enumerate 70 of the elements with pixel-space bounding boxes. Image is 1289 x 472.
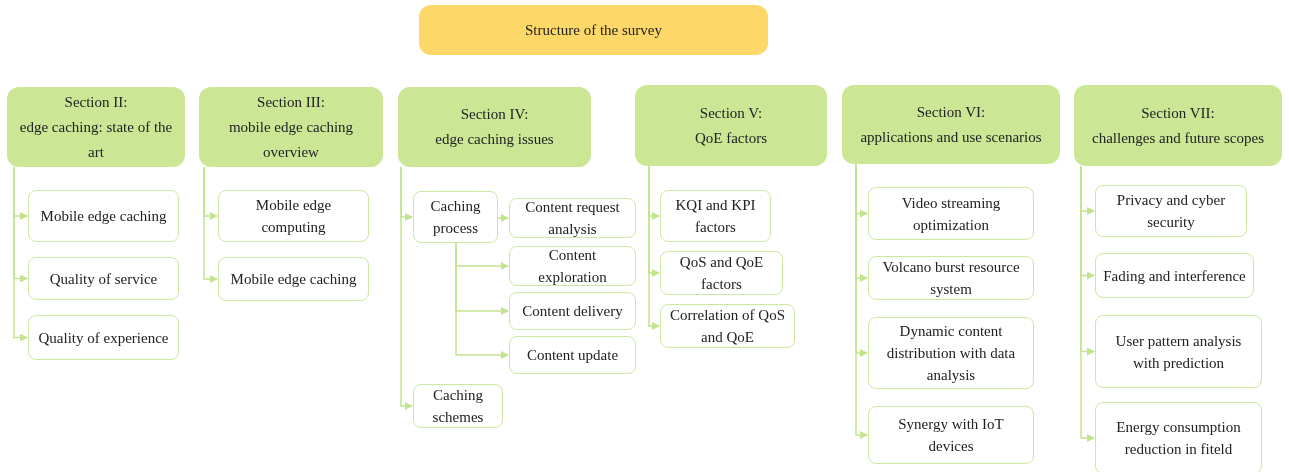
box-label: QoS and QoE factors xyxy=(678,253,765,294)
connector-arrow xyxy=(497,214,509,222)
connector-arrow xyxy=(13,166,28,342)
topic-box xyxy=(218,190,369,242)
box-label: Fading and interference xyxy=(1103,266,1246,286)
section-title: Section IV: xyxy=(460,105,529,124)
topic-box xyxy=(868,187,1034,240)
connector-arrow xyxy=(400,166,413,410)
section-title: Section II: xyxy=(64,92,128,112)
topic-box xyxy=(868,317,1034,389)
topic-box xyxy=(509,198,636,238)
topic-box xyxy=(509,292,636,330)
topic-box xyxy=(1095,253,1254,298)
box-label: Caching schemes xyxy=(431,386,485,427)
topic-box xyxy=(660,304,795,348)
box-label: Quality of service xyxy=(49,269,158,289)
box-label: Energy consumption reduction in fiteld xyxy=(1115,418,1242,459)
box-label: Content update xyxy=(526,346,619,365)
topic-box xyxy=(1095,185,1247,237)
connector-arrow xyxy=(455,242,509,359)
box-label: User pattern analysis with prediction xyxy=(1114,331,1243,373)
box-label: mobile edge caching overview xyxy=(227,117,355,162)
box-label: challenges and future scopes xyxy=(1092,128,1264,148)
box-label: KQI and KPI factors xyxy=(674,196,757,237)
topic-box xyxy=(28,190,179,242)
section-title: Section III: xyxy=(257,92,325,112)
topic-box xyxy=(413,191,498,243)
topic-box xyxy=(28,257,179,300)
topic-box xyxy=(1095,315,1262,388)
section-header-box xyxy=(398,87,591,167)
topic-box xyxy=(1095,402,1262,472)
box-label: Mobile edge caching xyxy=(40,207,167,226)
connector-arrow xyxy=(203,166,218,283)
box-label: Quality of experience xyxy=(38,328,169,348)
box-label: Volcano burst resource system xyxy=(881,258,1021,299)
topic-box xyxy=(509,336,636,374)
section-header-box xyxy=(7,87,185,167)
topic-box xyxy=(868,406,1034,464)
box-label: Correlation of QoS and QoE xyxy=(669,306,786,347)
box-label: applications and use scenarios xyxy=(860,127,1042,147)
topic-box xyxy=(218,257,369,301)
section-title: Section V: xyxy=(699,103,763,123)
box-label: Mobile edge computing xyxy=(254,196,333,237)
box-label: Content exploration xyxy=(537,246,608,287)
topic-box xyxy=(413,384,503,428)
section-header-box xyxy=(635,85,827,166)
section-header-box xyxy=(199,87,383,167)
section-header-box xyxy=(1074,85,1282,166)
box-label: Content request analysis xyxy=(524,198,621,239)
box-label: Caching process xyxy=(429,197,482,238)
topic-box xyxy=(28,315,179,360)
section-title: Section VII: xyxy=(1141,103,1215,123)
box-label: edge caching: state of the art xyxy=(18,117,174,162)
box-label: Synergy with IoT devices xyxy=(897,415,1005,456)
box-label: QoE factors xyxy=(694,128,768,148)
box-label: Video streaming optimization xyxy=(900,193,1002,235)
topic-box xyxy=(660,190,771,242)
section-header-box xyxy=(842,85,1060,164)
section-title: Section VI: xyxy=(916,102,986,122)
topic-box xyxy=(509,246,636,286)
box-label: Structure of the survey xyxy=(524,21,662,40)
box-label: Privacy and cyber security xyxy=(1115,191,1227,232)
title-box xyxy=(419,5,768,55)
box-label: Content delivery xyxy=(522,302,623,321)
topic-box xyxy=(868,256,1034,300)
topic-box xyxy=(660,251,783,295)
box-label: edge caching issues xyxy=(435,130,554,149)
box-label: Mobile edge caching xyxy=(230,270,357,289)
box-label: Dynamic content distribution with data analysis xyxy=(885,322,1017,385)
connector-arrow xyxy=(1080,165,1095,442)
